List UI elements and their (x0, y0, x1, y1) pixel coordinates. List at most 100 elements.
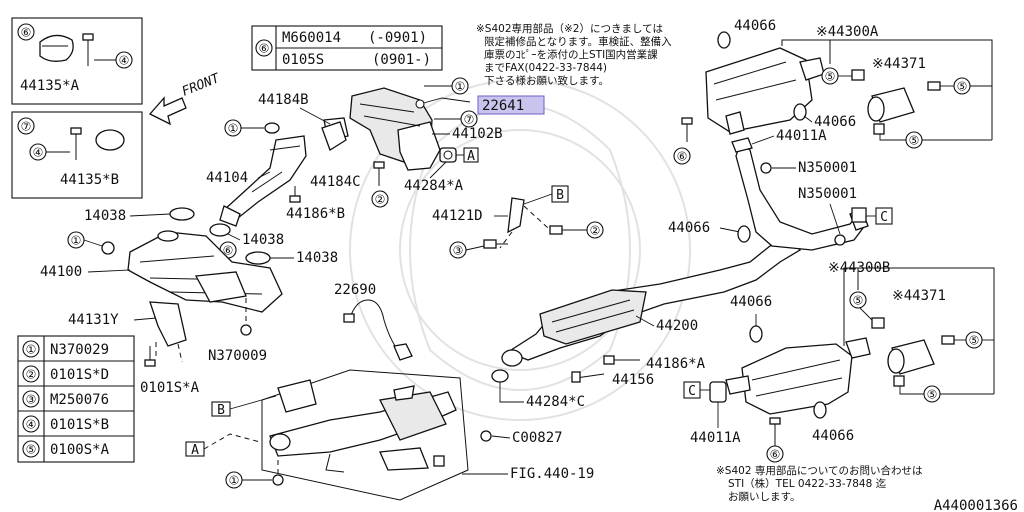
note-bottom-line-3: お願いします。 (728, 491, 800, 503)
legend-part-1: N370029 (50, 342, 109, 358)
label-44104: 44104 (206, 170, 248, 186)
box-A-lower: A (191, 443, 199, 458)
label-44184B: 44184B (258, 92, 309, 108)
legend-part-4: 0101S*B (50, 417, 109, 433)
legend-ref-3: ③ (26, 393, 37, 407)
inset-7-part-label: 44135*B (60, 172, 119, 188)
ref-5-a: ⑤ (825, 70, 836, 84)
table-6-ref: ⑥ (259, 42, 270, 56)
table-6: ⑥ M660014 (-0901) 0105S (0901-) (251, 25, 443, 71)
label-N350001-b: N350001 (798, 186, 857, 202)
label-44184C: 44184C (310, 174, 361, 190)
front-pipe-44104 (219, 135, 307, 227)
legend-ref-5: ⑤ (26, 443, 37, 457)
inset-6-ref: ⑥ (21, 26, 32, 40)
inset-7-box: ⑦ ④ 44135*B (11, 111, 143, 199)
highlighted-part-22641[interactable]: 22641 (477, 95, 545, 115)
label-44066-c: 44066 (814, 114, 856, 130)
muffler-A-callout: ⑤ ⑤ ⑤ (781, 39, 993, 149)
ref-6-b: ⑥ (677, 150, 688, 164)
legend-part-3: M250076 (50, 392, 109, 408)
legend-table: ① N370029 ② 0101S*D ③ M250076 ④ 0101S*B … (17, 335, 135, 463)
label-44284C: 44284*C (526, 394, 585, 410)
box-C-lower: C (688, 384, 696, 399)
note-bottom: ※S402 専用部品についてのお問い合わせは STI（株）TEL 0422-33… (716, 464, 923, 503)
label-44066-d: 44066 (730, 294, 772, 310)
label-14038-b: 14038 (242, 232, 284, 248)
ref-3-a: ③ (453, 244, 464, 258)
label-44300A: ※44300A (816, 24, 879, 40)
ref-5-b: ⑤ (957, 80, 968, 94)
note-top-line-2: 限定補修品となります。車検証、整備入 (484, 35, 672, 48)
muffler-B-callout: ⑤ ⑤ ⑤ (843, 267, 995, 403)
label-44066-a: 44066 (734, 18, 776, 34)
bracket-44121D (499, 197, 549, 249)
bracket-44131Y (149, 301, 187, 363)
ref-6-a: ⑥ (223, 244, 234, 258)
ref-5-d: ⑤ (853, 294, 864, 308)
label-44371-b: ※44371 (892, 288, 946, 304)
label-22690: 22690 (334, 282, 376, 298)
front-arrow: FRONT (148, 71, 223, 126)
label-14038-a: 14038 (84, 208, 126, 224)
ref-1-c: ① (71, 234, 82, 248)
label-N350001-a: N350001 (798, 160, 857, 176)
table-6-row-1-part: M660014 (282, 30, 341, 46)
ref-7-a: ⑦ (464, 113, 475, 127)
label-44300B: ※44300B (828, 260, 890, 276)
inset-6-bolt-ref: ④ (119, 54, 130, 68)
label-0101SA: 0101S*A (140, 380, 200, 396)
label-44121D: 44121D (432, 208, 483, 224)
gasket-44184C (321, 121, 347, 151)
muffler-44300A (705, 47, 825, 135)
legend-ref-2: ② (26, 368, 37, 382)
ref-1-d: ① (229, 474, 240, 488)
ref-5-c: ⑤ (909, 134, 920, 148)
figure-code: A440001366 (934, 498, 1018, 512)
inset-6-box: ⑥ ④ 44135*A (11, 17, 143, 105)
label-44371-a: ※44371 (872, 56, 926, 72)
inset-7-bolt-ref: ④ (33, 146, 44, 160)
label-44131Y: 44131Y (68, 312, 119, 328)
note-top-line-3: 庫票のｺﾋﾟｰを添付の上STI国内営業課 (484, 48, 658, 61)
legend-ref-1: ① (26, 343, 37, 357)
label-44186A: 44186*A (646, 356, 706, 372)
muffler-44300B (725, 337, 871, 415)
label-44011A-bottom: 44011A (690, 430, 741, 446)
label-44011A-top: 44011A (776, 128, 827, 144)
turbo-heat-shield (349, 87, 471, 171)
ref-6-c: ⑥ (770, 448, 781, 462)
label-N370009: N370009 (208, 348, 267, 364)
label-FIG-440-19: FIG.440-19 (510, 466, 594, 482)
legend-part-5: 0100S*A (50, 442, 110, 458)
label-14038-c: 14038 (296, 250, 338, 266)
legend-part-2: 0101S*D (50, 367, 109, 383)
table-6-row-2-range: (0901-) (372, 52, 431, 68)
front-label: FRONT (180, 71, 223, 100)
inset-7-ref: ⑦ (21, 120, 32, 134)
label-44156: 44156 (612, 372, 654, 388)
box-B-lower: B (217, 403, 225, 418)
table-6-row-2-part: 0105S (282, 52, 324, 68)
ref-2-a: ② (375, 193, 386, 207)
ref-5-f: ⑤ (927, 388, 938, 402)
gasket-44284A (439, 147, 457, 163)
legend-ref-4: ④ (26, 418, 37, 432)
center-pipe-44200 (501, 239, 802, 367)
note-top-line-1: ※S402専用部品（※2）につきましては (476, 22, 663, 35)
highlight-part-label[interactable]: 22641 (482, 98, 524, 114)
label-44066-b: 44066 (668, 220, 710, 236)
ref-1-a: ① (455, 80, 466, 94)
box-A-top: A (467, 149, 475, 164)
ref-2-b: ② (590, 224, 601, 238)
ref-1-b: ① (228, 122, 239, 136)
note-bottom-line-1: ※S402 専用部品についてのお問い合わせは (716, 464, 923, 477)
label-44284A: 44284*A (404, 178, 464, 194)
ref-5-e: ⑤ (969, 334, 980, 348)
label-44100: 44100 (40, 264, 82, 280)
watermark-crest (349, 79, 691, 421)
label-C00827: C00827 (512, 430, 563, 446)
table-6-row-1-range: (-0901) (368, 30, 427, 46)
label-44200: 44200 (656, 318, 698, 334)
o2-sensor-22690 (343, 299, 413, 361)
